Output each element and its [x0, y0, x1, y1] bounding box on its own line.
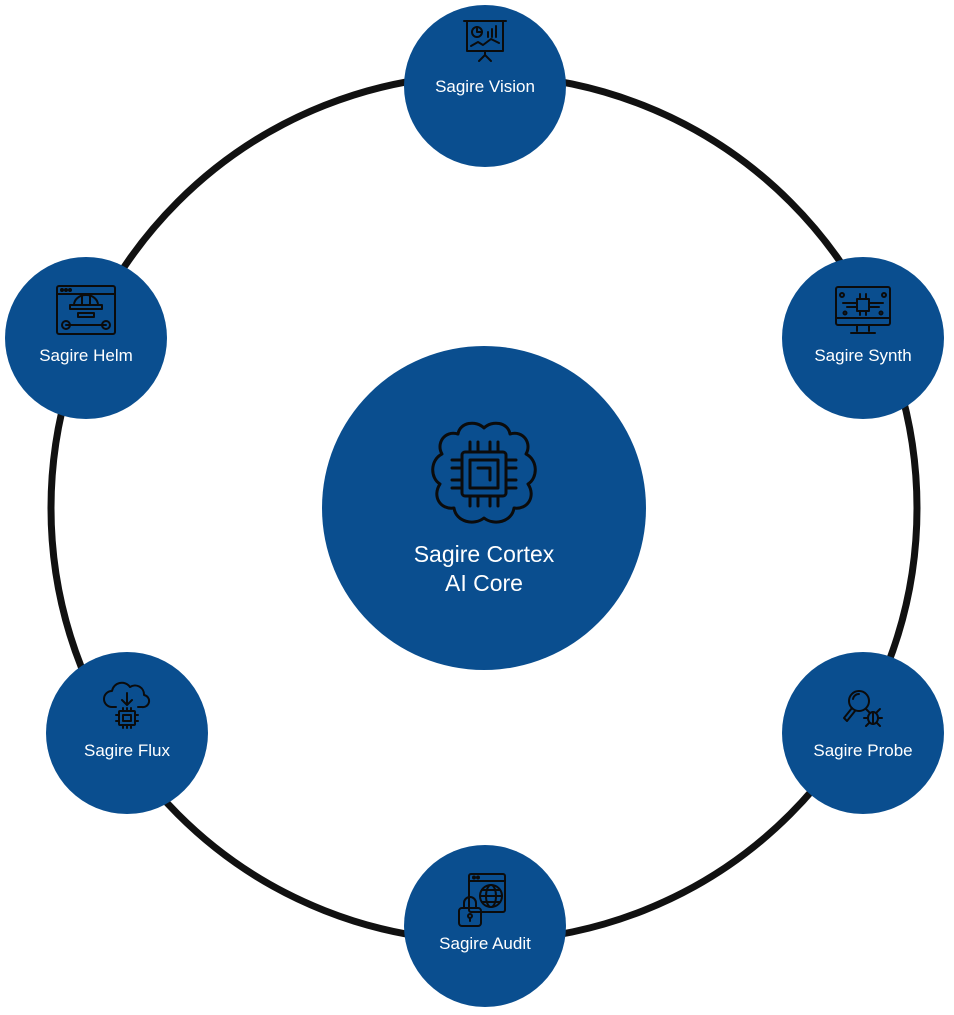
brain-chip-icon [431, 421, 537, 524]
core-title: Sagire Cortex [413, 541, 555, 567]
node-synth-label: Sagire Synth [814, 346, 912, 365]
node-synth[interactable]: Sagire Synth [782, 257, 944, 419]
magnifier-bug-icon [843, 690, 883, 727]
node-audit-label: Sagire Audit [439, 934, 531, 953]
cloud-download-chip-icon [103, 681, 151, 729]
node-probe-label: Sagire Probe [813, 741, 913, 760]
node-helm-label: Sagire Helm [39, 346, 133, 365]
core-node: Sagire Cortex AI Core [322, 346, 646, 670]
node-probe[interactable]: Sagire Probe [782, 652, 944, 814]
presentation-board-icon [463, 20, 507, 62]
node-audit[interactable]: Sagire Audit [404, 845, 566, 1007]
secure-web-padlock-icon [458, 873, 506, 927]
node-vision[interactable]: Sagire Vision [404, 5, 566, 167]
core-subtitle: AI Core [445, 570, 523, 596]
node-vision-label: Sagire Vision [435, 77, 535, 96]
browser-helmet-wrench-icon [56, 285, 116, 335]
node-helm[interactable]: Sagire Helm [5, 257, 167, 419]
circuit-monitor-icon [835, 286, 891, 334]
node-flux[interactable]: Sagire Flux [46, 652, 208, 814]
node-flux-label: Sagire Flux [84, 741, 170, 760]
